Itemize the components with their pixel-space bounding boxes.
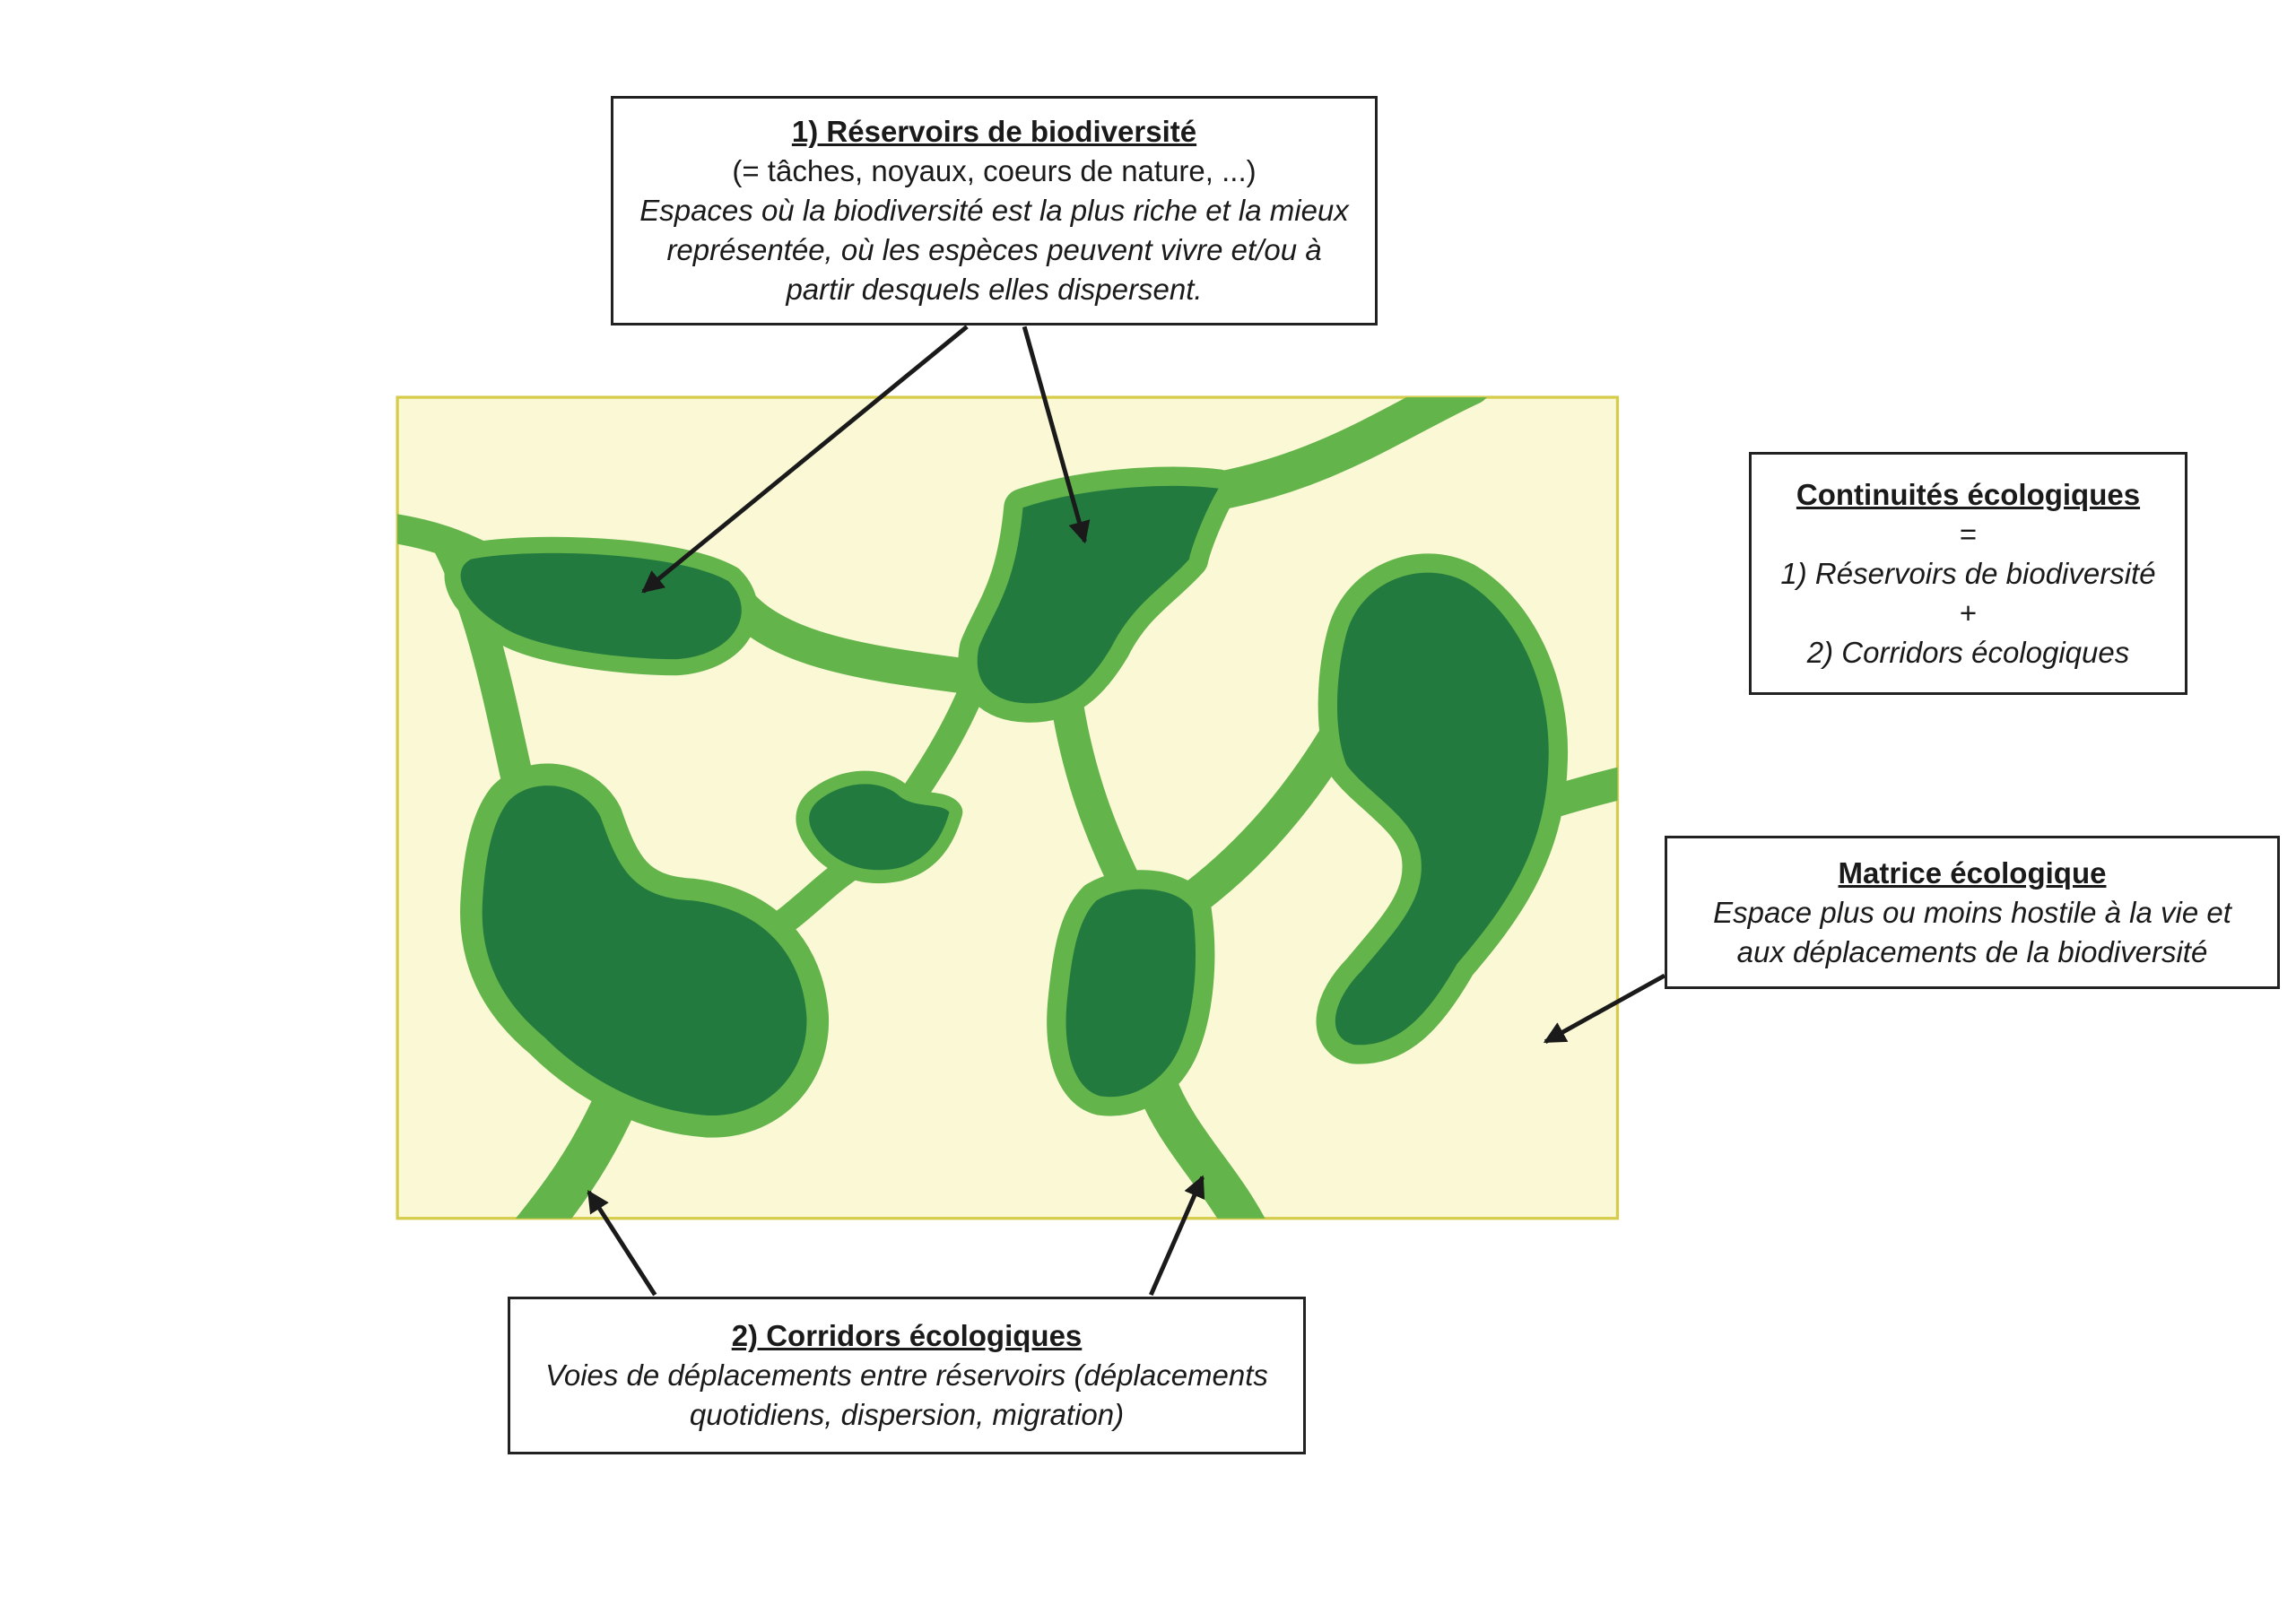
reservoirs-description: Espaces où la biodiversité est la plus r… — [639, 194, 1349, 306]
corridor — [1135, 1061, 1265, 1219]
continuites-term-2: 2) Corridors écologiques — [1806, 635, 2130, 669]
arrow — [1022, 325, 1091, 544]
corridor — [516, 1073, 640, 1219]
continuites-label-box: Continuités écologiques = 1) Réservoirs … — [1749, 452, 2187, 695]
reservoir — [1316, 553, 1569, 1064]
continuites-title: Continuités écologiques — [1796, 477, 2141, 511]
reservoirs-label-box: 1) Réservoirs de biodiversité (= tâches,… — [611, 96, 1378, 325]
matrice-description: Espace plus ou moins hostile à la vie et… — [1713, 895, 2231, 968]
matrice-label-box: Matrice écologique Espace plus ou moins … — [1665, 836, 2280, 989]
reservoir — [444, 536, 758, 676]
corridors-description: Voies de déplacements entre réservoirs (… — [545, 1358, 1268, 1431]
corridors-title: 2) Corridors écologiques — [731, 1319, 1083, 1352]
reservoirs-title: 1) Réservoirs de biodiversité — [791, 115, 1197, 148]
reservoir — [796, 770, 963, 884]
matrice-title: Matrice écologique — [1838, 855, 2107, 890]
continuites-term-1: 1) Réservoirs de biodiversité — [1780, 556, 2156, 590]
reservoir — [460, 763, 829, 1138]
corridor — [1187, 397, 1487, 513]
continuites-plus: + — [1959, 595, 1978, 629]
reservoir — [1047, 870, 1215, 1116]
reservoirs-subtitle: (= tâches, noyaux, coeurs de nature, ...… — [732, 154, 1257, 187]
arrow — [587, 1190, 657, 1297]
arrow — [1149, 1175, 1205, 1297]
arrows — [587, 325, 1666, 1297]
arrow — [641, 325, 969, 594]
corridors-label-box: 2) Corridors écologiques Voies de déplac… — [508, 1297, 1306, 1454]
continuites-equals: = — [1959, 516, 1978, 551]
reservoirs — [444, 466, 1569, 1138]
arrow — [1543, 973, 1666, 1044]
reservoir — [958, 466, 1239, 723]
